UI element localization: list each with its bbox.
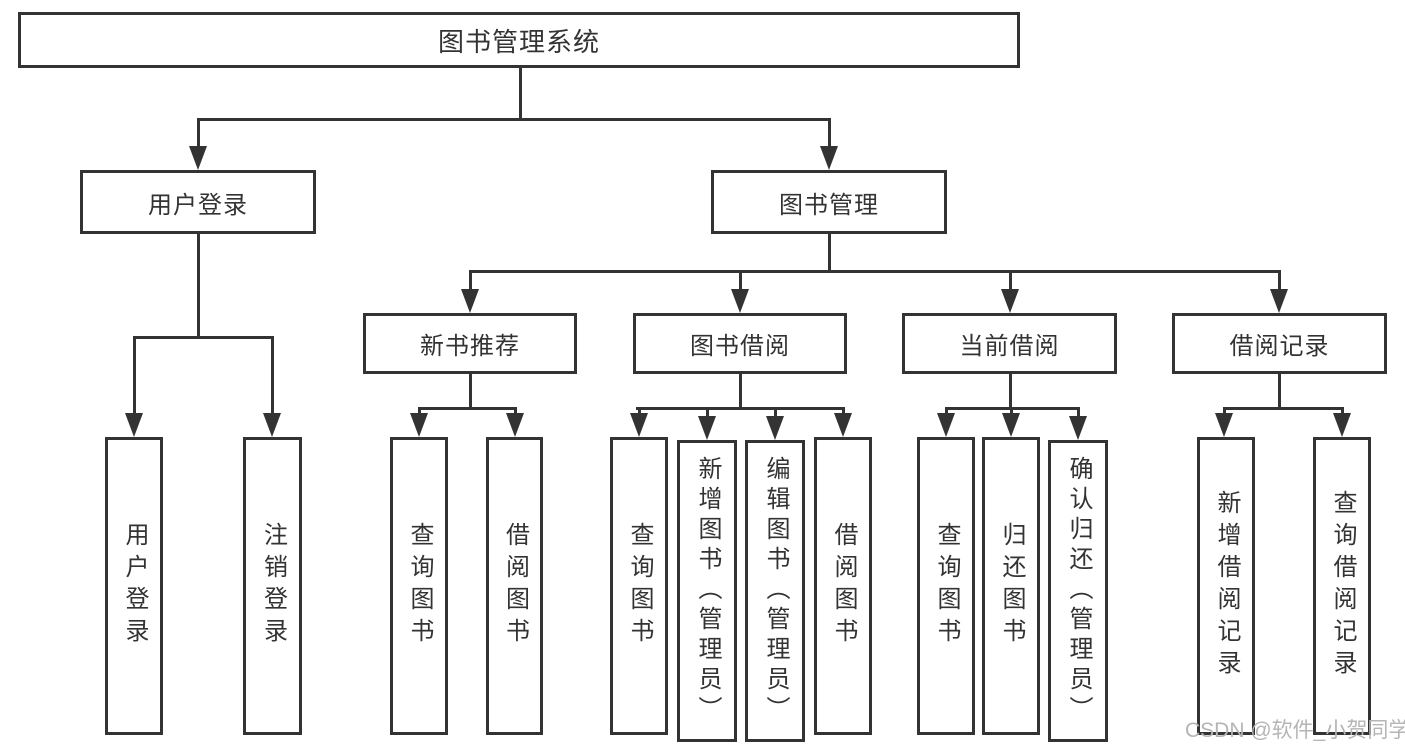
connector-drop-leaf-logout: [271, 336, 274, 416]
connector-drop-edit-books: [774, 407, 777, 419]
arrowhead-current-borrowing: [1001, 289, 1019, 313]
arrowhead-borrowing-borrow: [834, 413, 852, 437]
connector-level3-rail: [469, 270, 1281, 273]
connector-drop-borrowing-borrow: [842, 407, 845, 417]
node-book-borrowing: 图书借阅: [633, 313, 847, 374]
leaf-return-books: 归还图书: [982, 437, 1040, 735]
connector-drop-recommend-borrow: [514, 407, 517, 417]
connector-drop-current-query: [945, 407, 948, 417]
leaf-current-query-books: 查询图书: [917, 437, 975, 735]
connector-records-stub: [1278, 374, 1281, 407]
connector-user-login-stub: [197, 234, 200, 336]
leaf-confirm-return-admin: 确认归还（管理员）: [1048, 440, 1108, 742]
connector-borrowing-rail: [636, 407, 844, 410]
leaf-recommend-borrow-books-label: 借阅图书: [501, 522, 529, 650]
connector-drop-leaf-user-login: [133, 336, 136, 416]
leaf-borrowing-borrow-books: 借阅图书: [814, 437, 872, 735]
connector-drop-current-borrowing: [1009, 270, 1012, 292]
arrowhead-user-login: [189, 146, 207, 170]
node-new-book-recommend: 新书推荐: [363, 313, 577, 374]
leaf-borrowing-query-books-label: 查询图书: [626, 522, 653, 650]
arrowhead-query-record: [1333, 413, 1351, 437]
connector-root-stub: [519, 68, 522, 118]
node-current-borrowing-label: 当前借阅: [959, 333, 1060, 360]
connector-current-stub: [1009, 374, 1012, 407]
leaf-query-borrow-record: 查询借阅记录: [1313, 437, 1371, 735]
arrowhead-book-borrowing: [731, 289, 749, 313]
leaf-user-login-label: 用户登录: [121, 522, 148, 650]
connector-recommend-stub: [469, 374, 472, 407]
connector-drop-book-management: [828, 118, 831, 150]
connector-drop-borrowing-records: [1278, 270, 1281, 292]
leaf-recommend-borrow-books: 借阅图书: [486, 437, 543, 735]
leaf-borrowing-borrow-books-label: 借阅图书: [830, 522, 857, 650]
arrowhead-leaf-user-login: [125, 413, 143, 437]
connector-drop-borrowing-query: [638, 407, 641, 417]
leaf-user-login: 用户登录: [105, 437, 163, 735]
connector-user-login-rail: [133, 336, 274, 339]
node-library-management-system: 图书管理系统: [18, 12, 1020, 68]
leaf-edit-books-admin: 编辑图书（管理员）: [745, 440, 805, 742]
connector-drop-add-books: [706, 407, 709, 419]
arrowhead-add-record: [1215, 413, 1233, 437]
leaf-add-borrow-record-label: 新增借阅记录: [1213, 490, 1240, 682]
connector-drop-recommend-query: [418, 407, 421, 417]
connector-drop-confirm-return: [1077, 407, 1080, 419]
connector-book-management-stub: [828, 234, 831, 270]
node-user-login: 用户登录: [80, 170, 316, 234]
connector-borrowing-stub: [739, 374, 742, 407]
connector-drop-book-borrowing: [739, 270, 742, 292]
node-library-management-system-label: 图书管理系统: [437, 26, 600, 57]
arrowhead-book-management: [820, 146, 838, 170]
connector-drop-query-record: [1341, 407, 1344, 417]
leaf-logout-label: 注销登录: [259, 522, 287, 650]
leaf-add-books-admin-label: 新增图书（管理员）: [694, 456, 721, 726]
leaf-recommend-query-books-label: 查询图书: [406, 522, 433, 650]
node-borrowing-records: 借阅记录: [1172, 313, 1387, 374]
arrowhead-recommend-query: [410, 413, 428, 437]
leaf-confirm-return-admin-label: 确认归还（管理员）: [1065, 456, 1092, 726]
node-new-book-recommend-label: 新书推荐: [420, 333, 520, 360]
arrowhead-borrowing-query: [630, 413, 648, 437]
node-book-management: 图书管理: [711, 170, 947, 234]
node-book-management-label: 图书管理: [779, 191, 879, 219]
arrowhead-leaf-logout: [263, 413, 281, 437]
connector-drop-add-record: [1223, 407, 1226, 417]
arrowhead-return-books: [1002, 413, 1020, 437]
node-user-login-label: 用户登录: [148, 191, 248, 219]
connector-recommend-rail: [418, 407, 517, 410]
connector-drop-return-books: [1010, 407, 1013, 417]
connector-drop-new-book-recommend: [469, 270, 472, 292]
arrowhead-new-book-recommend: [461, 289, 479, 313]
node-borrowing-records-label: 借阅记录: [1229, 333, 1330, 360]
leaf-current-query-books-label: 查询图书: [933, 522, 960, 650]
connector-drop-user-login: [197, 118, 200, 150]
arrowhead-edit-books: [766, 416, 784, 440]
leaf-return-books-label: 归还图书: [998, 522, 1025, 650]
leaf-recommend-query-books: 查询图书: [390, 437, 448, 735]
leaf-add-books-admin: 新增图书（管理员）: [677, 440, 737, 742]
arrowhead-add-books: [698, 416, 716, 440]
arrowhead-recommend-borrow: [506, 413, 524, 437]
leaf-edit-books-admin-label: 编辑图书（管理员）: [762, 456, 789, 726]
leaf-logout: 注销登录: [243, 437, 302, 735]
arrowhead-current-query: [937, 413, 955, 437]
leaf-add-borrow-record: 新增借阅记录: [1197, 437, 1255, 735]
leaf-query-borrow-record-label: 查询借阅记录: [1329, 490, 1356, 682]
arrowhead-borrowing-records: [1270, 289, 1288, 313]
node-book-borrowing-label: 图书借阅: [690, 333, 790, 360]
node-current-borrowing: 当前借阅: [902, 313, 1117, 374]
arrowhead-confirm-return: [1069, 416, 1087, 440]
csdn-watermark: CSDN @软件_小贺同学: [1185, 719, 1405, 742]
leaf-borrowing-query-books: 查询图书: [610, 437, 668, 735]
connector-level2-rail: [197, 118, 831, 121]
connector-records-rail: [1223, 407, 1343, 410]
